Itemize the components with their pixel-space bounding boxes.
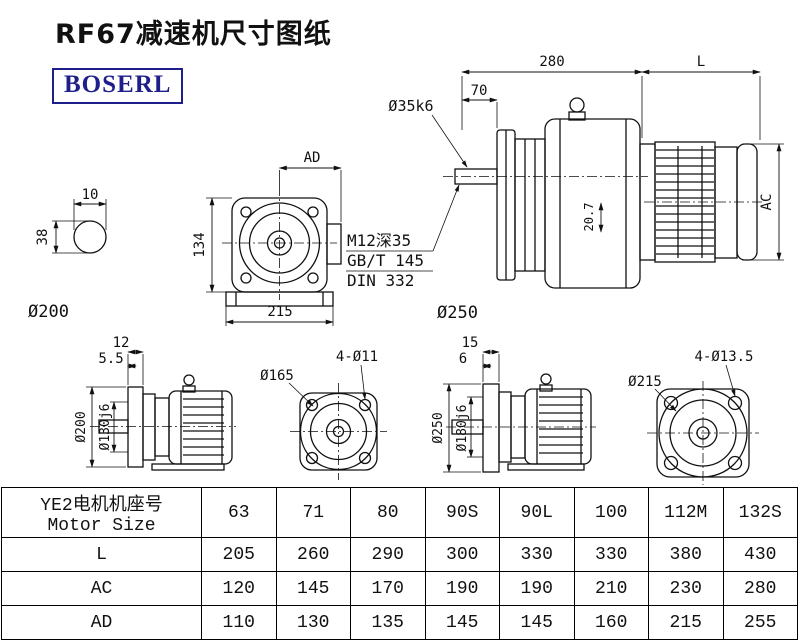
dia-250-rotated-label: Ø250 [431, 412, 446, 443]
table-cell: 280 [722, 571, 798, 606]
row-label-AC: AC [1, 571, 202, 606]
table-cell: 190 [424, 571, 500, 606]
size-column-header: 112M [648, 487, 724, 538]
table-row-AD: AD 110 130 135 145 145 160 215 255 [1, 605, 798, 640]
table-cell: 130 [275, 605, 351, 640]
shaft-diameter-label: Ø35k6 [388, 97, 433, 115]
row-label-AD: AD [1, 605, 202, 640]
dim-ad-label: AD [304, 150, 321, 166]
table-cell: 160 [573, 605, 649, 640]
dia-165-label: Ø165 [260, 368, 294, 384]
table-cell: 330 [573, 537, 649, 572]
front-view-drawing [206, 165, 342, 326]
table-row-AC: AC 120 145 170 190 190 210 230 280 [1, 571, 798, 606]
size-column-header: 90L [499, 487, 575, 538]
note-m12-label: M12深35 [347, 231, 411, 250]
table-cell: 145 [499, 605, 575, 640]
dia-200-rotated-label: Ø200 [74, 411, 89, 442]
holes-4x11-label: 4-Ø11 [336, 349, 378, 365]
table-cell: 215 [648, 605, 724, 640]
output-side-large-drawing [443, 349, 596, 473]
size-column-header: 100 [573, 487, 649, 538]
boserl-logo: BOSERL [52, 68, 184, 104]
table-cell: 330 [499, 537, 575, 572]
note-gbt-label: GB/T 145 [347, 251, 424, 270]
flange-large-drawing [647, 364, 759, 485]
table-cell: 300 [424, 537, 500, 572]
motor-size-header: YE2电机机座号 Motor Size [1, 487, 202, 538]
dim-280-label: 280 [539, 54, 564, 70]
table-cell: 145 [424, 605, 500, 640]
dim-6-label: 6 [459, 351, 467, 367]
table-cell: 120 [201, 571, 277, 606]
dim-12-label: 12 [113, 335, 130, 351]
table-cell: 170 [350, 571, 426, 606]
size-column-header: 132S [722, 487, 798, 538]
dim-5-5-label: 5.5 [98, 351, 123, 367]
dia-180j6-rotated-label: Ø180j6 [455, 405, 470, 452]
dim-20-7-label: 20.7 [582, 203, 596, 232]
table-cell: 230 [648, 571, 724, 606]
table-header-row: YE2电机机座号 Motor Size 63 71 80 90S 90L 100… [1, 487, 798, 538]
table-cell: 290 [350, 537, 426, 572]
dim-134-label: 134 [192, 232, 208, 257]
dim-15-label: 15 [462, 335, 479, 351]
motor-size-header-cn: YE2电机机座号 [40, 495, 163, 516]
table-cell: 430 [722, 537, 798, 572]
page-title: RF67减速机尺寸图纸 [55, 19, 332, 50]
dimension-table: YE2电机机座号 Motor Size 63 71 80 90S 90L 100… [1, 487, 798, 640]
table-cell: 210 [573, 571, 649, 606]
table-cell: 135 [350, 605, 426, 640]
dia-215-label: Ø215 [628, 374, 662, 390]
dim-70-label: 70 [471, 83, 488, 99]
technical-drawing: 10 38 Ø200 AD 134 215 [28, 54, 784, 485]
dim-ac-label: AC [759, 194, 775, 211]
dim-215-label: 215 [267, 304, 292, 320]
dim-10-label: 10 [82, 187, 99, 203]
table-cell: 380 [648, 537, 724, 572]
table-row-L: L 205 260 290 300 330 330 380 430 [1, 537, 798, 572]
size-column-header: 71 [275, 487, 351, 538]
table-cell: 145 [275, 571, 351, 606]
shaft-section-drawing [52, 199, 107, 254]
side-view-drawing [346, 69, 784, 289]
note-din-label: DIN 332 [347, 271, 414, 290]
size-column-header: 80 [350, 487, 426, 538]
label-diameter-200: Ø200 [28, 302, 69, 322]
table-cell: 110 [201, 605, 277, 640]
dim-38-label: 38 [35, 229, 51, 246]
flange-small-drawing [288, 364, 387, 480]
size-column-header: 90S [424, 487, 500, 538]
table-cell: 205 [201, 537, 277, 572]
output-side-small-drawing [86, 349, 236, 471]
dim-L-label: L [697, 54, 705, 70]
row-label-L: L [1, 537, 202, 572]
motor-size-header-en: Motor Size [47, 515, 156, 536]
holes-4x13-5-label: 4-Ø13.5 [694, 349, 753, 365]
label-diameter-250: Ø250 [437, 303, 478, 323]
dia-130j6-rotated-label: Ø130j6 [98, 404, 113, 451]
table-cell: 255 [722, 605, 798, 640]
table-cell: 260 [275, 537, 351, 572]
size-column-header: 63 [201, 487, 277, 538]
table-cell: 190 [499, 571, 575, 606]
